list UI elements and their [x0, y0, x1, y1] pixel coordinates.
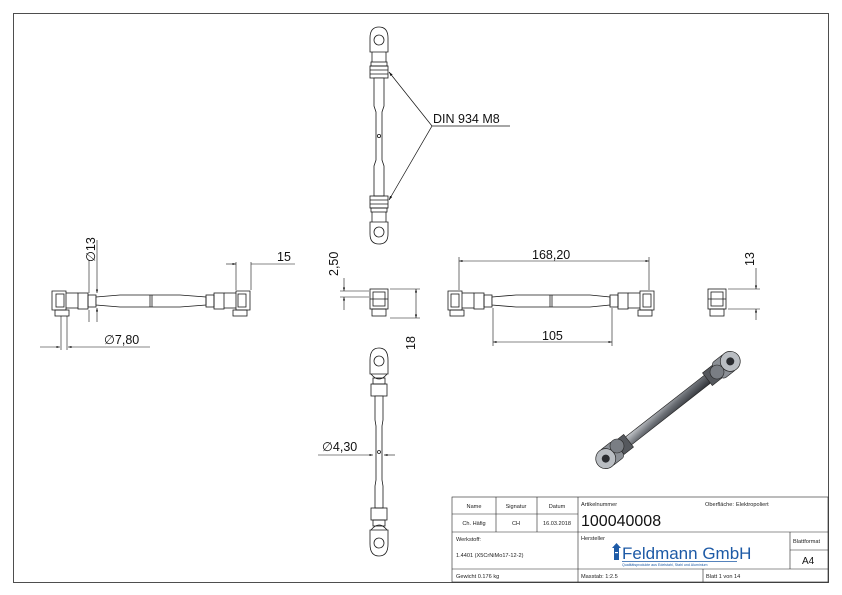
far-right-dims — [728, 268, 760, 320]
right-horizontal-view — [447, 290, 655, 317]
tb-date-value: 16.03.2018 — [543, 521, 571, 527]
top-vertical-view — [369, 26, 389, 245]
tb-scale: Masstab: 1:2.5 — [581, 574, 618, 580]
dim-105: 105 — [542, 329, 563, 343]
tb-format-label: Blattformat — [793, 539, 820, 545]
tb-surface-label: Oberfläche: — [705, 502, 734, 508]
title-block — [451, 496, 829, 583]
company-name: Feldmann GmbH — [622, 544, 751, 563]
tb-material-value: 1.4401 (X5CrNiMo17-12-2) — [456, 553, 524, 559]
dim-250: 2,50 — [327, 252, 341, 276]
din-label: DIN 934 M8 — [433, 112, 500, 126]
company-tagline: Qualitätsprodukte aus Edelstahl, Stahl u… — [622, 563, 708, 567]
right-view-dims — [458, 257, 650, 346]
tb-signature-value: CH — [512, 521, 520, 527]
lighthouse-icon — [612, 543, 621, 560]
tb-sheet: Blatt 1 von 14 — [706, 574, 740, 580]
left-horizontal-view — [51, 290, 251, 317]
tb-weight: Gewicht 0.176 kg — [456, 574, 499, 580]
din-leader — [388, 71, 510, 201]
bottom-vertical-view — [369, 347, 389, 557]
dim-dia-13: ∅13 — [84, 237, 98, 262]
center-end-view — [369, 288, 389, 317]
dim-dia-430: ∅4,30 — [322, 440, 357, 454]
left-view-dims — [40, 240, 295, 350]
dim-18: 18 — [404, 336, 418, 350]
drawing-border — [13, 13, 829, 583]
dim-dia-780: ∅7,80 — [104, 333, 139, 347]
tb-article-label: Artikelnummer — [581, 502, 617, 508]
dim-13-right: 13 — [743, 252, 757, 266]
tb-manufacturer-label: Hersteller — [581, 536, 605, 542]
tb-format-value: A4 — [802, 556, 815, 567]
tb-article-number: 100040008 — [581, 513, 661, 530]
tb-signature-header: Signatur — [506, 504, 527, 510]
tb-name-value: Ch. Häfig — [462, 521, 485, 527]
dim-15: 15 — [277, 250, 291, 264]
feldmann-logo: Feldmann GmbH Qualitätsprodukte aus Edel… — [612, 543, 751, 567]
far-right-end-view — [707, 288, 727, 317]
tb-surface-value: Elektropoliert — [736, 502, 769, 508]
isometric-3d-view — [595, 351, 741, 469]
center-view-dims — [340, 278, 420, 319]
tb-name-header: Name — [467, 504, 482, 510]
dim-16820: 168,20 — [532, 248, 570, 262]
tb-material-label: Werkstoff: — [456, 537, 481, 543]
tb-date-header: Datum — [549, 504, 566, 510]
